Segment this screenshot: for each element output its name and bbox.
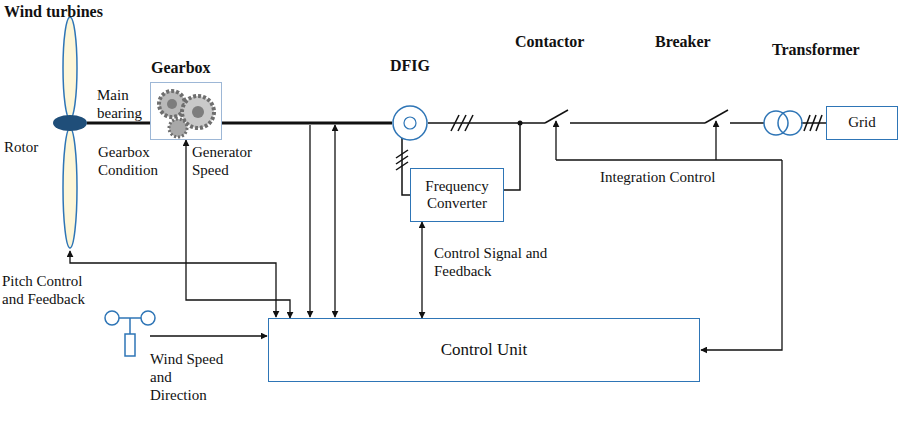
connector-line (421, 222, 422, 318)
power-line (810, 115, 816, 131)
power-line (804, 115, 810, 131)
generator-core (404, 117, 416, 129)
part-label: Rotor (4, 138, 54, 156)
control-wire (150, 335, 267, 336)
signal-label: Generator Speed (192, 143, 264, 179)
turbine-rotor (53, 115, 87, 131)
control-wire (555, 121, 556, 160)
signal-label: Gearbox Condition (98, 143, 164, 179)
power-line (730, 122, 764, 124)
sensor-label: Wind Speed and Direction (150, 350, 224, 404)
power-line (428, 122, 545, 124)
transformer-symbol (764, 111, 802, 135)
power-line (502, 123, 520, 190)
control-wire (334, 125, 335, 317)
node-text: Frequency Converter (416, 178, 498, 213)
generator-circle: DFIG (392, 105, 428, 141)
anemometer-symbol (141, 311, 155, 325)
transformer-symbol (764, 111, 788, 135)
control-wire (70, 251, 276, 317)
signal-label: Pitch Control and Feedback (2, 272, 98, 308)
power-line (465, 115, 473, 131)
gear-illustration (159, 91, 214, 137)
control-wire (701, 160, 782, 350)
power-line (570, 122, 705, 124)
connector-line (186, 140, 290, 318)
gear-illustration (169, 119, 187, 137)
title-label: Wind turbines (4, 2, 134, 21)
transformer-symbol (778, 111, 802, 135)
generator-outline (392, 105, 428, 141)
turbine-rotor (63, 128, 77, 248)
control-wire (309, 125, 310, 317)
grid-box: Grid (826, 106, 898, 140)
node-heading: DFIG (390, 57, 430, 75)
power-line (451, 115, 459, 131)
drive-shaft (222, 122, 392, 125)
turbine-rotor (53, 17, 87, 248)
signal-label: Integration Control (600, 168, 760, 186)
power-line (458, 115, 466, 131)
control-box: Control Unit (268, 318, 700, 382)
gear-illustration (167, 99, 177, 109)
control-wire (715, 121, 716, 160)
gear-illustration (159, 91, 185, 117)
node-heading: Gearbox (151, 59, 211, 77)
part-label: Transformer (772, 40, 882, 59)
control-wire (556, 159, 782, 160)
node-text: Control Unit (441, 340, 527, 360)
anemometer-symbol (105, 311, 155, 356)
drive-shaft (87, 122, 150, 125)
part-label: Breaker (655, 32, 735, 51)
generator-outline (393, 106, 427, 140)
control-wire (70, 121, 782, 350)
anemometer-symbol (125, 334, 135, 356)
node-text: Grid (848, 114, 876, 131)
turbine-rotor (63, 17, 77, 119)
converter-box: Frequency Converter (410, 168, 504, 222)
anemometer-symbol (105, 311, 119, 325)
anemometer-symbol (129, 318, 131, 334)
connector-label: Control Signal and Feedback (434, 244, 574, 280)
part-label: Contactor (515, 32, 605, 51)
gearbox-box: Gearbox (150, 82, 222, 140)
gear-illustration (192, 106, 204, 118)
drive-shaft (87, 122, 392, 125)
junction-dot (518, 121, 523, 126)
gear-illustration (182, 96, 214, 128)
part-label: Main bearing (97, 86, 147, 122)
power-line (816, 115, 822, 131)
connector-line (402, 138, 410, 195)
